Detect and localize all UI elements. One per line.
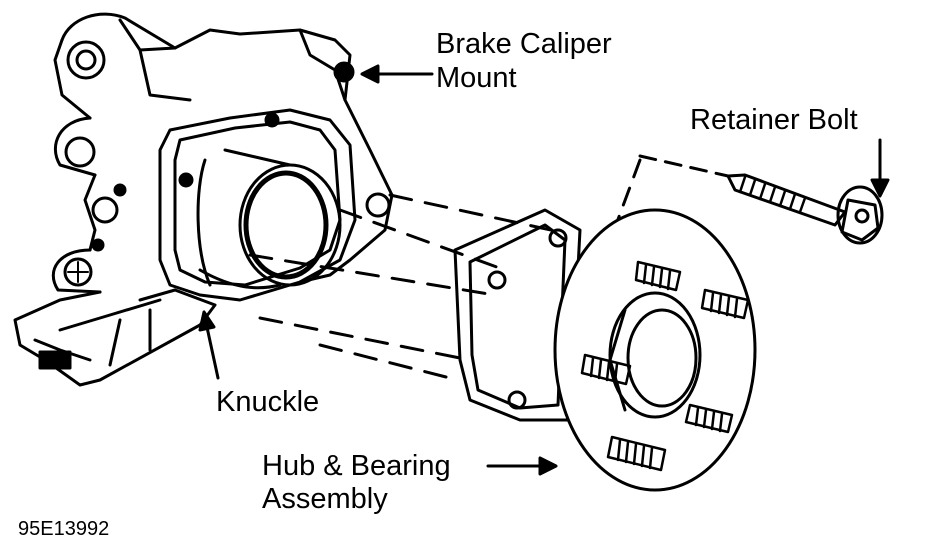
caliper-mount-label-line1: Brake Caliper xyxy=(436,28,612,60)
wheel-studs xyxy=(580,260,750,472)
caliper-mount-label-line2: Mount xyxy=(436,62,517,94)
hub-bearing-label-line2: Assembly xyxy=(262,483,388,515)
knuckle-part xyxy=(13,12,394,387)
retainer-bolt-label: Retainer Bolt xyxy=(690,104,858,136)
knuckle-label: Knuckle xyxy=(216,386,320,418)
hub-bearing-part xyxy=(453,208,757,492)
retainer-bolt-part xyxy=(638,154,884,245)
leader-arrows xyxy=(198,64,890,476)
hub-bearing-label-line1: Hub & Bearing xyxy=(262,450,451,482)
figure-code: 95E13992 xyxy=(18,518,110,540)
